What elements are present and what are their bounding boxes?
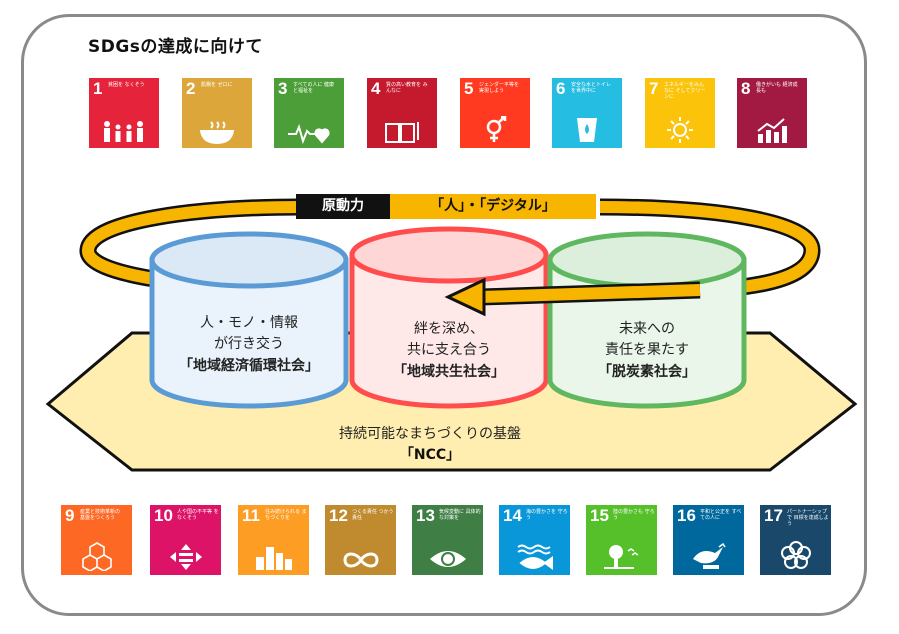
foundation-name: 「NCC」 bbox=[399, 447, 461, 463]
page-title: SDGsの達成に向けて bbox=[88, 37, 263, 57]
sdg-goal-9: 9 産業と技術革新の 基盤をつくろう bbox=[61, 505, 132, 575]
fish-icon bbox=[499, 543, 570, 571]
sdg-goal-number: 13 bbox=[416, 506, 435, 525]
sdg-goal-text: つくる責任 つかう責任 bbox=[352, 509, 394, 521]
sdg-goal-number: 15 bbox=[590, 506, 609, 525]
sdg-goal-number: 8 bbox=[741, 79, 751, 98]
sdg-goal-2: 2 飢餓を ゼロに bbox=[182, 78, 252, 148]
sdg-goal-7: 7 エネルギーをみんなに そしてクリーンに bbox=[645, 78, 715, 148]
sdg-goal-number: 7 bbox=[649, 79, 659, 98]
sdg-goal-number: 6 bbox=[556, 79, 566, 98]
cylinder-1-society: 「地域経済循環社会」 bbox=[179, 358, 319, 374]
sdg-goal-14: 14 海の豊かさを 守ろう bbox=[499, 505, 570, 575]
bowl-icon bbox=[182, 120, 252, 144]
infinity-icon bbox=[325, 549, 396, 571]
cylinder-3-line1: 未来への bbox=[619, 321, 675, 337]
sdg-goal-11: 11 住み続けられる まちづくりを bbox=[238, 505, 309, 575]
sdg-goal-text: 働きがいも 経済成長も bbox=[756, 82, 798, 94]
sdg-goal-text: 陸の豊かさも 守ろう bbox=[613, 509, 655, 521]
sdg-goal-8: 8 働きがいも 経済成長も bbox=[737, 78, 807, 148]
sdg-goal-1: 1 貧困を なくそう bbox=[89, 78, 159, 148]
cylinder-text-1: 人・モノ・情報 が行き交う 「地域経済循環社会」 bbox=[160, 313, 338, 377]
sdg-goal-text: パートナーシップで 目標を達成しよう bbox=[787, 509, 829, 527]
driving-force-label: 原動力 bbox=[296, 194, 390, 219]
sdg-goal-number: 10 bbox=[154, 506, 173, 525]
cylinder-regional-economy bbox=[149, 231, 349, 409]
sdg-goal-number: 9 bbox=[65, 506, 75, 525]
sdg-goal-text: 人や国の不平等 をなくそう bbox=[177, 509, 219, 521]
sdg-goal-text: 飢餓を ゼロに bbox=[201, 82, 233, 88]
cylinder-2-line1: 絆を深め、 bbox=[414, 321, 484, 337]
dove-icon bbox=[673, 543, 744, 571]
sdg-goal-number: 5 bbox=[464, 79, 474, 98]
cylinder-1-line1: 人・モノ・情報 bbox=[200, 315, 298, 331]
sdg-goal-3: 3 すべての人に 健康と福祉を bbox=[274, 78, 344, 148]
gender-icon bbox=[460, 116, 530, 144]
sdg-goal-text: 貧困を なくそう bbox=[108, 82, 145, 88]
sdg-goal-4: 4 質の高い教育を みんなに bbox=[367, 78, 437, 148]
cylinder-2-society: 「地域共生社会」 bbox=[393, 364, 505, 380]
sun-icon bbox=[645, 116, 715, 144]
sdg-goal-text: 住み続けられる まちづくりを bbox=[265, 509, 307, 521]
sdg-goal-15: 15 陸の豊かさも 守ろう bbox=[586, 505, 657, 575]
sdg-goal-number: 4 bbox=[371, 79, 381, 98]
sdg-goal-number: 12 bbox=[329, 506, 348, 525]
sdg-goal-number: 2 bbox=[186, 79, 196, 98]
sdg-goal-text: 気候変動に 具体的な対策を bbox=[439, 509, 481, 521]
tree-icon bbox=[586, 543, 657, 571]
sdg-goal-10: 10 人や国の不平等 をなくそう bbox=[150, 505, 221, 575]
sdg-goal-text: 安全な水とトイレ を世界中に bbox=[571, 82, 612, 94]
cylinder-1-line2: が行き交う bbox=[214, 336, 284, 352]
book-icon bbox=[367, 120, 437, 144]
buildings-icon bbox=[238, 543, 309, 571]
sdg-goal-text: 平和と公正を すべての人に bbox=[700, 509, 742, 521]
sdg-goal-text: 質の高い教育を みんなに bbox=[386, 82, 428, 94]
sdg-goal-number: 3 bbox=[278, 79, 288, 98]
cylinder-text-3: 未来への 責任を果たす 「脱炭素社会」 bbox=[558, 319, 736, 383]
sdg-goal-text: エネルギーをみんなに そしてクリーンに bbox=[664, 82, 706, 100]
sdg-goal-text: 海の豊かさを 守ろう bbox=[526, 509, 568, 521]
arrow-head-icon bbox=[444, 277, 486, 317]
sdg-goal-13: 13 気候変動に 具体的な対策を bbox=[412, 505, 483, 575]
driving-force-band: 原動力 「人」・「デジタル」 bbox=[296, 194, 596, 219]
flower-icon bbox=[760, 539, 831, 571]
sdg-goal-text: ジェンダー平等を 実現しよう bbox=[479, 82, 520, 94]
sdg-goal-12: 12 つくる責任 つかう責任 bbox=[325, 505, 396, 575]
sdg-goal-number: 16 bbox=[677, 506, 696, 525]
growth-icon bbox=[737, 118, 807, 144]
sdg-goal-6: 6 安全な水とトイレ を世界中に bbox=[552, 78, 622, 148]
cylinder-3-society: 「脱炭素社会」 bbox=[598, 364, 696, 380]
sdg-goal-text: すべての人に 健康と福祉を bbox=[293, 82, 335, 94]
foundation-label: 持続可能なまちづくりの基盤 bbox=[339, 426, 521, 442]
sdg-goal-number: 1 bbox=[93, 79, 103, 98]
sdg-goal-number: 14 bbox=[503, 506, 522, 525]
cubes-icon bbox=[61, 541, 132, 571]
water-icon bbox=[552, 116, 622, 144]
sdg-goal-text: 産業と技術革新の 基盤をつくろう bbox=[80, 509, 121, 521]
heartbeat-icon bbox=[274, 122, 344, 144]
sdg-goal-5: 5 ジェンダー平等を 実現しよう bbox=[460, 78, 530, 148]
sdg-goal-number: 11 bbox=[242, 506, 260, 525]
driving-force-value: 「人」・「デジタル」 bbox=[390, 194, 596, 219]
sdg-goal-number: 17 bbox=[764, 506, 783, 525]
cylinder-3-line2: 責任を果たす bbox=[605, 342, 689, 358]
family-icon bbox=[89, 120, 159, 144]
sdg-goal-16: 16 平和と公正を すべての人に bbox=[673, 505, 744, 575]
cylinder-2-line2: 共に支え合う bbox=[407, 342, 491, 358]
eye-globe-icon bbox=[412, 547, 483, 571]
equality-icon bbox=[150, 543, 221, 571]
cylinder-text-2: 絆を深め、 共に支え合う 「地域共生社会」 bbox=[360, 319, 538, 383]
